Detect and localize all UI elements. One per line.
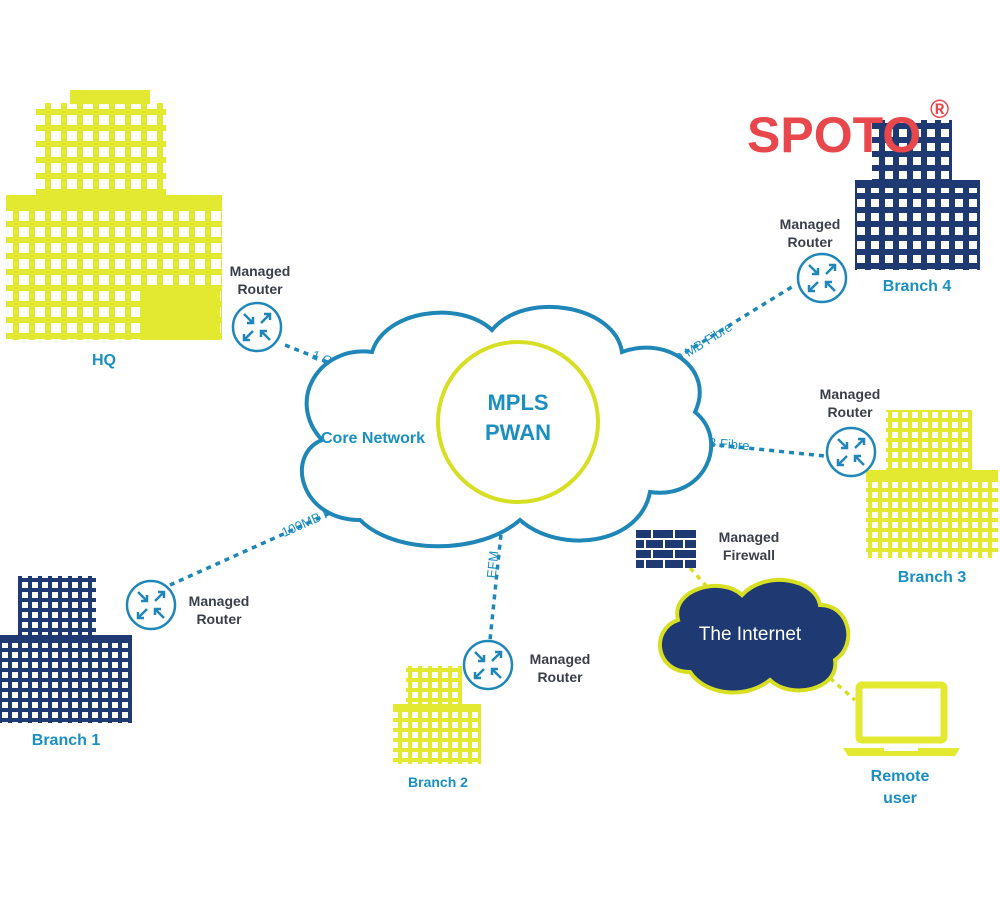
firewall-label-line2: Firewall	[723, 547, 775, 563]
branch1-router-icon	[125, 579, 177, 631]
branch3-router-icon	[825, 426, 877, 478]
branch3-router-label-line2: Router	[827, 404, 873, 420]
hq-router-label-line2: Router	[237, 281, 283, 297]
internet-cloud-icon: The Internet	[657, 578, 851, 695]
branch1-router-label-line2: Router	[196, 611, 242, 627]
branch2-router-icon	[462, 639, 514, 691]
branch4-label: Branch 4	[883, 278, 952, 295]
branch3-label: Branch 3	[898, 569, 967, 586]
hq-label: HQ	[92, 352, 116, 369]
core-center-line1: MPLS	[487, 390, 548, 415]
mpls-pwan-circle	[436, 340, 600, 504]
link-branch4	[599, 283, 796, 407]
internet-label: The Internet	[699, 624, 802, 645]
branch2-router-label-line1: Managed	[530, 651, 591, 667]
branch2-label: Branch 2	[408, 774, 468, 790]
branch4-building-icon	[855, 120, 980, 270]
branch3-router-label-line1: Managed	[820, 386, 881, 402]
branch4-router-icon	[796, 252, 848, 304]
logo-mark: ®	[930, 94, 949, 124]
branch1-label: Branch 1	[32, 732, 101, 749]
branch3-building-icon	[866, 410, 998, 558]
hq-router-label-line1: Managed	[230, 263, 291, 279]
remote-user-label-line2: user	[883, 790, 917, 807]
branch1-building-icon	[0, 576, 132, 723]
link-label-branch2: EFM	[484, 550, 502, 579]
branch2-building-icon	[393, 666, 481, 764]
branch4-router-label-line2: Router	[787, 234, 833, 250]
firewall-icon	[636, 530, 696, 568]
remote-user-label-line1: Remote	[871, 768, 930, 785]
laptop-icon	[843, 681, 960, 756]
hq-building-icon	[6, 90, 222, 340]
branch2-router-label-line2: Router	[537, 669, 583, 685]
link-internet-remote	[813, 663, 857, 702]
branch4-router-label-line1: Managed	[780, 216, 841, 232]
branch1-router-label-line1: Managed	[189, 593, 250, 609]
core-center-line2: PWAN	[485, 420, 551, 445]
core-network-label: Core Network	[321, 430, 425, 447]
logo-text: SPOTO	[747, 107, 921, 163]
firewall-label-line1: Managed	[719, 529, 780, 545]
core-network-cloud: MPLS PWAN Core Network	[299, 305, 714, 549]
hq-router-icon	[231, 301, 283, 353]
